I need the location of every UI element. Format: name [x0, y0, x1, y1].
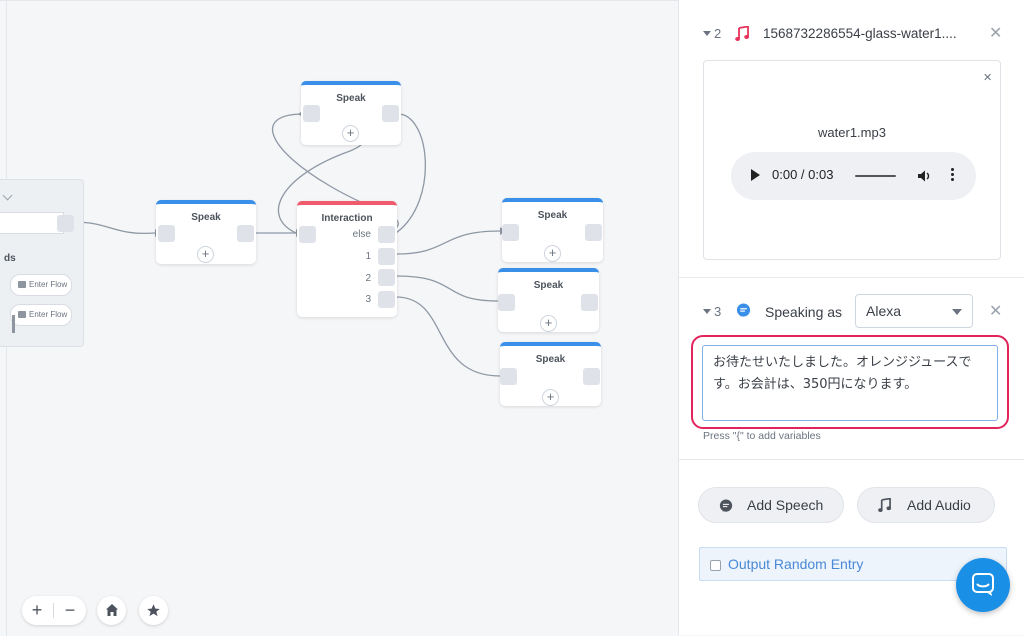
- caret-down-icon: [703, 309, 711, 314]
- speak-block[interactable]: Speak +: [156, 200, 256, 264]
- audio-player: 0:00 / 0:03: [731, 152, 976, 200]
- input-port[interactable]: [502, 224, 519, 241]
- speak-block[interactable]: Speak +: [502, 198, 603, 262]
- divider: [679, 277, 1024, 278]
- block-title: Speak: [336, 93, 366, 104]
- chevron-down-icon: [952, 309, 962, 315]
- star-button[interactable]: [139, 596, 168, 625]
- chat-launcher-button[interactable]: [956, 558, 1010, 612]
- audio-preview: ✕ water1.mp3 0:00 / 0:03: [703, 60, 1001, 260]
- choice-3-port[interactable]: [378, 291, 395, 308]
- drag-handle[interactable]: [12, 315, 15, 333]
- block-title: Interaction: [321, 213, 373, 224]
- divider: [679, 459, 1024, 460]
- star-icon: [147, 604, 160, 617]
- speak-block[interactable]: Speak +: [301, 81, 401, 145]
- enter-flow-button[interactable]: Enter Flow: [10, 274, 72, 296]
- add-audio-label: Add Audio: [907, 497, 971, 513]
- player-time: 0:00 / 0:03: [772, 167, 834, 182]
- input-port[interactable]: [303, 105, 320, 122]
- music-note-icon: [878, 498, 891, 512]
- voice-select[interactable]: Alexa: [855, 294, 973, 328]
- item-index: 3: [714, 304, 722, 319]
- block-editor-panel: 2 1568732286554-glass-water1.... ✕ ✕ wat…: [678, 0, 1024, 635]
- more-options-icon[interactable]: [951, 168, 954, 181]
- player-filename: water1.mp3: [818, 125, 886, 140]
- add-step-button[interactable]: +: [540, 315, 557, 332]
- input-port[interactable]: [299, 226, 316, 243]
- enter-flow-label: Enter Flow: [29, 280, 68, 289]
- enter-flow-label: Enter Flow: [29, 310, 68, 319]
- music-note-icon: [735, 26, 749, 41]
- choice-3-label: 3: [365, 294, 371, 305]
- choice-1-label: 1: [365, 251, 371, 262]
- interaction-block[interactable]: Interaction else 1 2 3: [297, 201, 397, 317]
- partial-input[interactable]: [0, 212, 64, 234]
- block-title: Speak: [191, 212, 221, 223]
- collapse-toggle[interactable]: 2: [703, 26, 721, 41]
- partial-label: ds: [4, 253, 16, 264]
- zoom-controls: + −: [22, 596, 86, 625]
- home-icon: [105, 604, 118, 616]
- add-step-button[interactable]: +: [197, 246, 214, 263]
- item-index: 2: [714, 26, 722, 41]
- speak-block[interactable]: Speak +: [498, 268, 599, 332]
- block-title: Speak: [533, 280, 564, 291]
- choice-1-port[interactable]: [378, 248, 395, 265]
- flow-icon: [18, 311, 26, 318]
- flow-step-partial[interactable]: ds Enter Flow Enter Flow: [0, 179, 84, 347]
- audio-filename: 1568732286554-glass-water1....: [763, 26, 957, 41]
- output-random-label: Output Random Entry: [728, 556, 864, 572]
- choice-2-port[interactable]: [378, 269, 395, 286]
- input-port[interactable]: [158, 225, 175, 242]
- zoom-out-button[interactable]: −: [64, 600, 76, 620]
- choice-else-port[interactable]: [378, 226, 395, 243]
- input-port[interactable]: [498, 294, 515, 311]
- speak-block[interactable]: Speak +: [500, 342, 601, 406]
- add-step-button[interactable]: +: [542, 389, 559, 406]
- variables-hint: Press "{" to add variables: [703, 430, 821, 442]
- zoom-in-button[interactable]: +: [31, 600, 43, 620]
- choice-else-label: else: [352, 229, 371, 240]
- progress-track[interactable]: [855, 175, 896, 177]
- input-port[interactable]: [500, 368, 517, 385]
- block-title: Speak: [535, 354, 566, 365]
- enter-flow-button[interactable]: Enter Flow: [10, 304, 72, 326]
- choice-2-label: 2: [365, 273, 371, 284]
- output-port[interactable]: [581, 294, 598, 311]
- output-port[interactable]: [585, 224, 602, 241]
- voice-select-value: Alexa: [866, 303, 902, 319]
- divider: [53, 603, 54, 618]
- checkbox[interactable]: [710, 560, 721, 571]
- speech-bubble-icon: [719, 499, 733, 512]
- add-speech-label: Add Speech: [747, 497, 824, 513]
- caret-down-icon: [703, 31, 711, 36]
- remove-audio-button[interactable]: ✕: [989, 25, 1003, 42]
- output-port[interactable]: [583, 368, 600, 385]
- home-button[interactable]: [97, 596, 126, 625]
- chat-icon: [972, 573, 994, 596]
- add-step-button[interactable]: +: [342, 125, 359, 142]
- flow-canvas[interactable]: ds Enter Flow Enter Flow Speak + Speak +…: [0, 0, 678, 636]
- flow-icon: [18, 281, 26, 288]
- add-speech-button[interactable]: Add Speech: [698, 487, 844, 523]
- speaking-as-label: Speaking as: [765, 304, 843, 320]
- close-preview-icon[interactable]: ✕: [983, 72, 993, 84]
- speech-text-input[interactable]: お待たせいたしました。オレンジジュースです。お会計は、350円になります。: [702, 345, 998, 421]
- add-step-button[interactable]: +: [544, 245, 561, 262]
- speech-bubble-icon: [736, 303, 751, 317]
- output-port[interactable]: [382, 105, 399, 122]
- remove-speech-button[interactable]: ✕: [989, 303, 1003, 320]
- collapse-toggle[interactable]: 3: [703, 304, 721, 319]
- play-icon[interactable]: [751, 169, 760, 181]
- chevron-icon: [2, 190, 13, 201]
- volume-icon[interactable]: [916, 168, 932, 184]
- output-port[interactable]: [57, 215, 74, 232]
- output-random-entry-toggle[interactable]: Output Random Entry: [699, 547, 1007, 581]
- block-title: Speak: [537, 210, 568, 221]
- highlight-ring: お待たせいたしました。オレンジジュースです。お会計は、350円になります。: [691, 335, 1009, 429]
- output-port[interactable]: [237, 225, 254, 242]
- add-audio-button[interactable]: Add Audio: [857, 487, 995, 523]
